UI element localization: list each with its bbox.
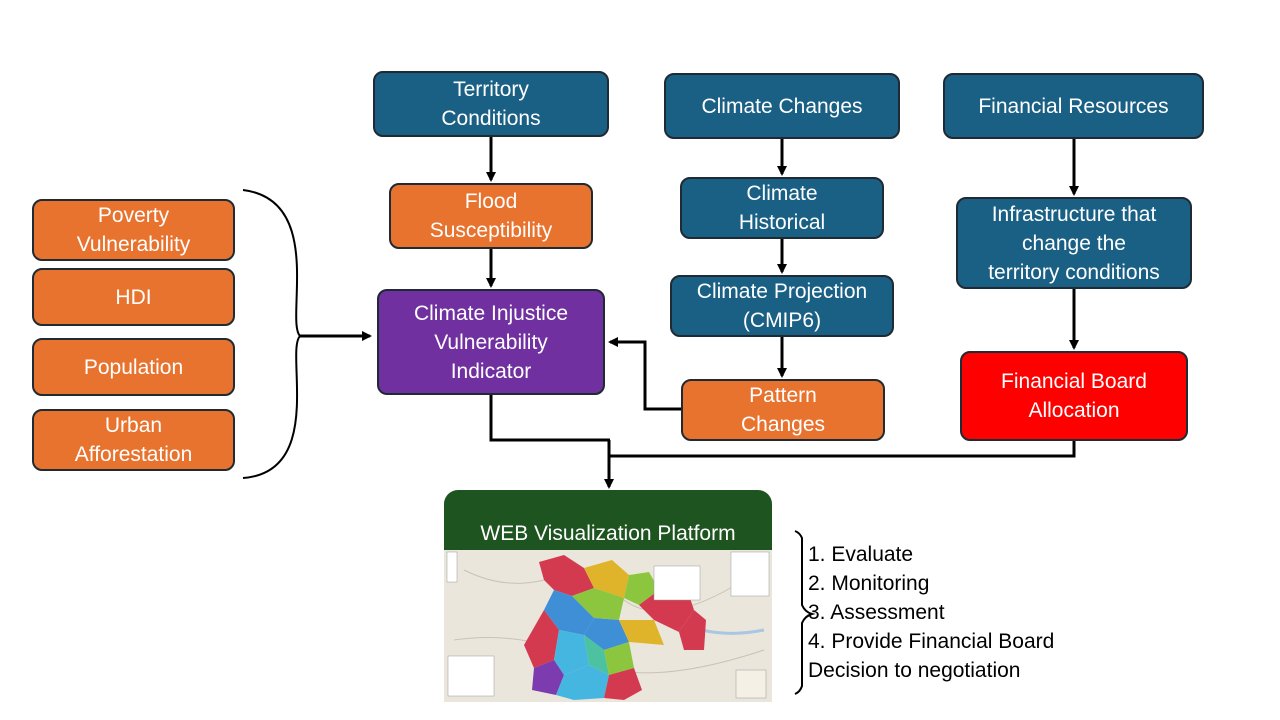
flood-susceptibility-box: Flood Susceptibility <box>389 183 593 249</box>
step-item: 3. Assessment <box>808 601 945 624</box>
step-item: 1. Evaluate <box>808 543 914 566</box>
steps-bracket <box>794 530 816 695</box>
left-group-brace <box>242 189 302 479</box>
poverty-vulnerability-box: Poverty Vulnerability <box>32 199 235 261</box>
arrow-pattern-to-indicator <box>608 337 683 411</box>
platform-map-screenshot <box>444 550 772 702</box>
step-item: 4. Provide Financial Board <box>808 630 1055 653</box>
web-visualization-platform: WEB Visualization Platform <box>444 490 772 702</box>
climate-projection-box: Climate Projection (CMIP6) <box>670 275 894 337</box>
urban-afforestation-box: Urban Afforestation <box>32 409 235 471</box>
connector-indicator-down <box>489 395 610 442</box>
map-thumbnail <box>444 550 772 702</box>
financial-board-allocation-box: Financial Board Allocation <box>960 351 1188 441</box>
step-item: 2. Monitoring <box>808 572 930 595</box>
climate-historical-box: Climate Historical <box>680 177 884 239</box>
financial-resources-box: Financial Resources <box>943 73 1204 139</box>
hdi-box: HDI <box>32 268 235 326</box>
territory-conditions-box: Territory Conditions <box>373 71 609 137</box>
climate-changes-box: Climate Changes <box>664 73 900 139</box>
population-box: Population <box>32 338 235 396</box>
steps-list: 1. Evaluate 2. Monitoring 3. Assessment … <box>808 540 1054 685</box>
connector-board-to-platform <box>609 440 1076 458</box>
step-item: Decision to negotiation <box>808 659 1021 682</box>
pattern-changes-box: Pattern Changes <box>681 379 885 441</box>
infrastructure-box: Infrastructure that change the territory… <box>956 197 1192 289</box>
climate-injustice-indicator-box: Climate Injustice Vulnerability Indicato… <box>377 289 605 395</box>
platform-title: WEB Visualization Platform <box>444 490 772 552</box>
